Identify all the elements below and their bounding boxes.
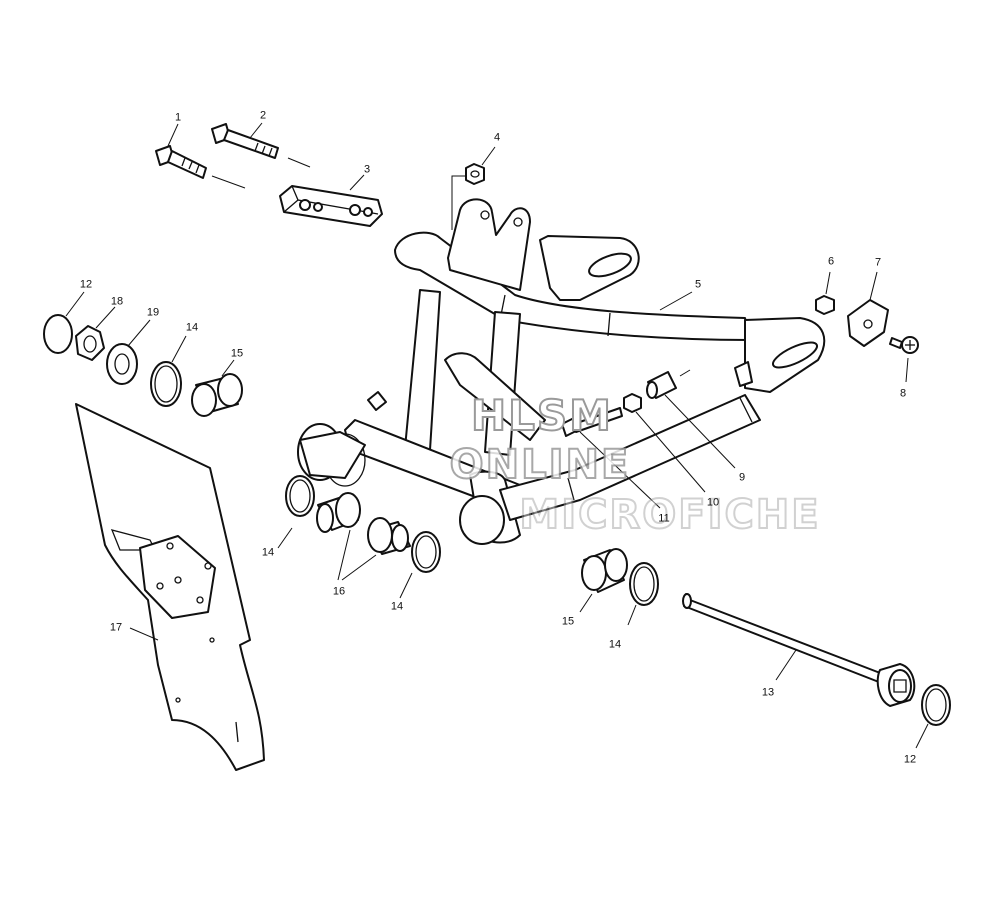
watermark-line-1: HLSM <box>470 391 613 440</box>
part-19-washer <box>106 319 151 385</box>
watermark-line-3: MICROFICHE <box>518 492 821 538</box>
part-1-bolt <box>155 123 246 189</box>
part-8-screw <box>889 336 919 383</box>
callout-18: 18 <box>110 295 124 308</box>
callout-1: 1 <box>174 111 182 124</box>
watermark-line-2: ONLINE <box>449 442 631 488</box>
callout-7: 7 <box>874 256 882 269</box>
part-10-nut <box>623 393 706 493</box>
part-11-bolt <box>561 407 661 509</box>
callout-6: 6 <box>827 255 835 268</box>
part-14-seal-upper <box>150 335 187 407</box>
callout-4: 4 <box>493 131 501 144</box>
callout-15-upper: 15 <box>230 347 244 360</box>
part-14-seal-front <box>277 475 315 549</box>
callout-11: 11 <box>658 512 670 525</box>
part-17-skid-plate <box>75 403 265 771</box>
part-15-bushing-upper <box>191 359 243 417</box>
callout-3: 3 <box>363 163 371 176</box>
part-18-nut <box>75 306 116 361</box>
callout-2: 2 <box>259 109 267 122</box>
callout-12-left: 12 <box>79 278 93 291</box>
callout-10: 10 <box>706 496 720 509</box>
callout-14-upper: 14 <box>185 321 199 334</box>
callout-8: 8 <box>899 387 907 400</box>
part-6-nut <box>815 271 835 315</box>
part-4-nut <box>451 146 496 230</box>
part-2-bolt <box>211 122 311 168</box>
part-9-spacer <box>646 369 736 469</box>
part-12-cap-left <box>43 291 85 354</box>
callout-19: 19 <box>146 306 160 319</box>
callout-12-right: 12 <box>903 753 917 766</box>
part-7-clip <box>847 271 889 347</box>
part-15-bushing-lower <box>579 548 628 613</box>
part-16-bushings <box>316 492 411 581</box>
part-14-seal-lower <box>627 562 659 626</box>
callout-9: 9 <box>738 471 746 484</box>
part-13-shaft <box>682 593 916 707</box>
callout-17: 17 <box>109 621 123 634</box>
callout-16: 16 <box>332 585 346 598</box>
part-12-cap-right <box>915 684 951 749</box>
callout-15-lower: 15 <box>561 615 575 628</box>
callout-14-front: 14 <box>261 546 275 559</box>
callout-13: 13 <box>761 686 775 699</box>
callout-14-lower: 14 <box>608 638 622 651</box>
part-3-clamp <box>279 174 383 227</box>
callout-5: 5 <box>694 278 702 291</box>
part-14-seal-mid <box>399 531 441 599</box>
callout-14-mid: 14 <box>390 600 404 613</box>
